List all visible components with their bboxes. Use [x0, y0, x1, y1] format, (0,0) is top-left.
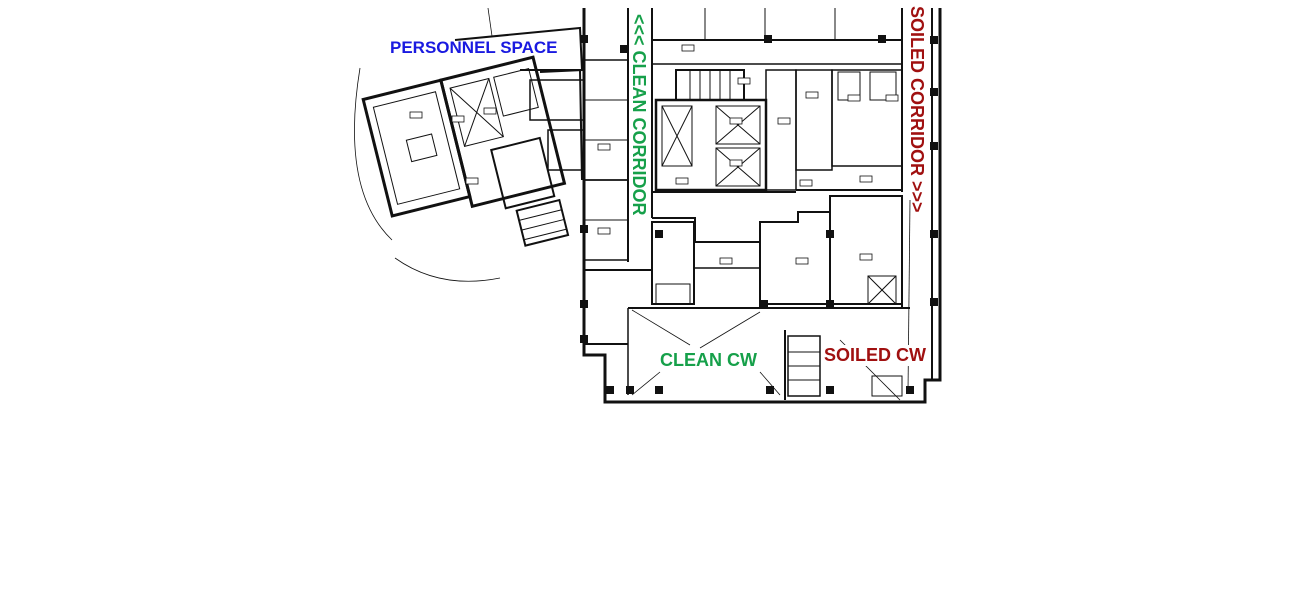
- site-curve-inner: [394, 257, 501, 282]
- main-building-outline: [582, 8, 942, 404]
- personnel-wing: [361, 55, 570, 247]
- structural-columns: [580, 35, 938, 394]
- room-tags: [409, 44, 899, 265]
- personnel-space-label: PERSONNEL SPACE: [390, 38, 558, 57]
- soiled-cage-wash-label: SOILED CW: [822, 345, 928, 366]
- site-curve-outer: [354, 67, 393, 241]
- clean-cage-wash-label: CLEAN CW: [658, 350, 759, 371]
- soiled-corridor-label: SOILED CORRIDOR >>>: [907, 6, 927, 213]
- clean-corridor-label: <<< CLEAN CORRIDOR: [629, 14, 649, 216]
